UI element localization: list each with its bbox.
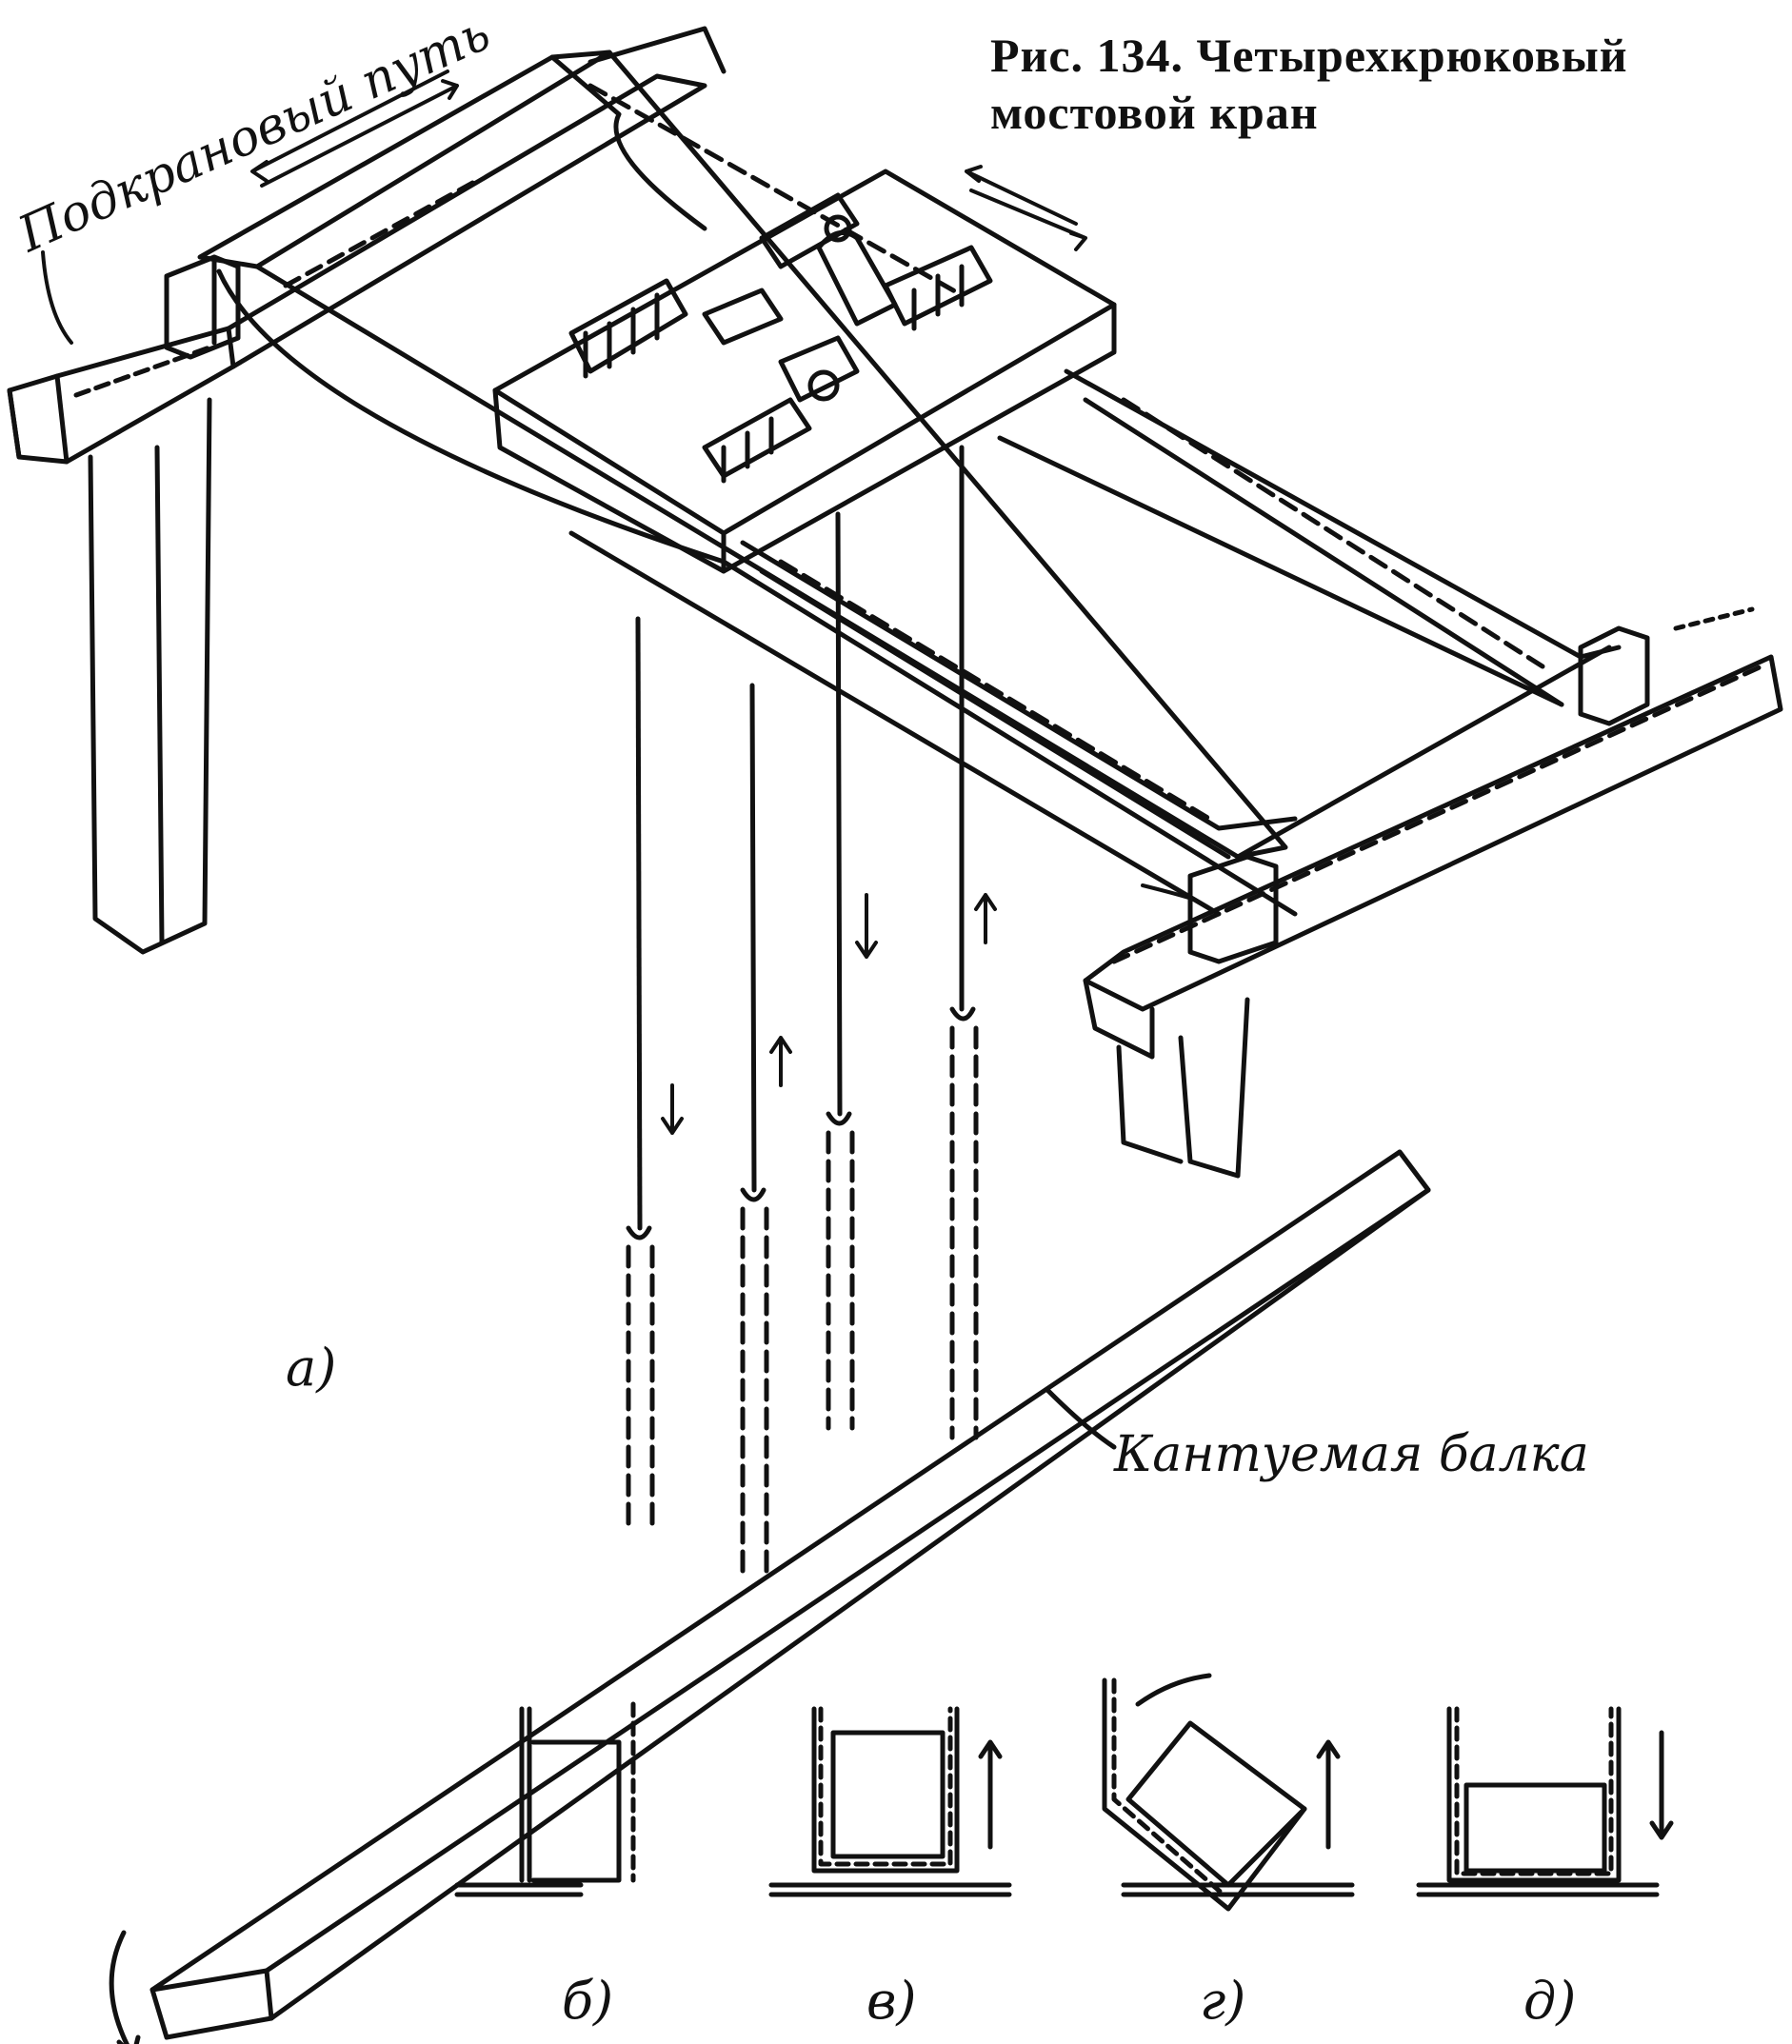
right-runway xyxy=(1083,606,1783,1179)
view-label-a: а) xyxy=(286,1338,336,1398)
caption-line-2: мостовой кран xyxy=(990,86,1319,139)
beam-rotation-arrow xyxy=(109,1930,141,2044)
hoist-ropes xyxy=(626,445,976,1240)
front-girder xyxy=(197,50,1298,917)
beam-leader-line xyxy=(1045,1387,1117,1450)
view-v xyxy=(768,1706,1012,1897)
hoist-drums xyxy=(568,192,993,484)
view-label-d: д) xyxy=(1523,1971,1576,2031)
caption-line-1: Рис. 134. Четырехкрюковый xyxy=(990,29,1628,82)
view-g xyxy=(1102,1673,1355,1912)
left-runway xyxy=(7,26,727,465)
back-girder xyxy=(549,54,1622,707)
near-cross-girder xyxy=(568,530,1298,917)
tilted-beam xyxy=(149,1149,1431,2040)
runway-arrows xyxy=(41,69,1197,902)
hook-arrows xyxy=(661,893,997,1135)
beam-label: Кантуемая балка xyxy=(1113,1426,1589,1483)
view-d xyxy=(1416,1706,1674,1897)
view-label-b: б) xyxy=(562,1971,613,2031)
view-b xyxy=(454,1701,636,1897)
view-label-g: г) xyxy=(1200,1971,1245,2031)
right-end-truck xyxy=(1187,625,1650,964)
view-label-v: в) xyxy=(866,1971,917,2031)
trolley xyxy=(492,169,1117,574)
left-column xyxy=(88,397,212,955)
hook-chains xyxy=(626,1025,979,1574)
figure-caption: Рис. 134. Четырехкрюковый мостовой кран xyxy=(990,27,1790,141)
